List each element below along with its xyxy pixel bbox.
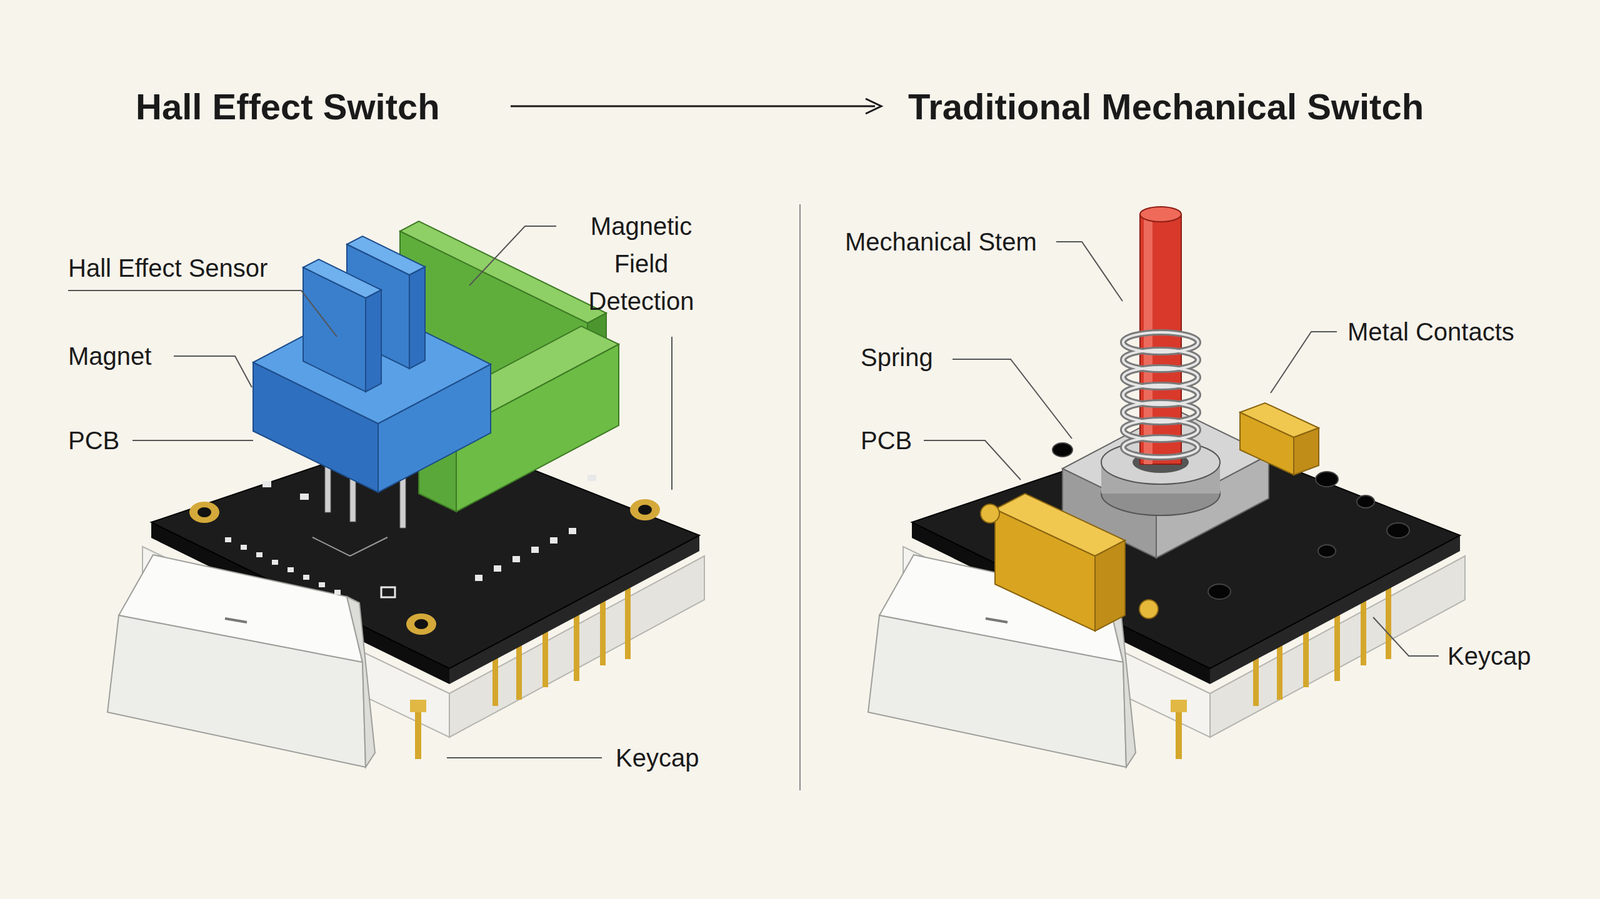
callout-label: Spring [860,341,934,374]
blue-fin [303,259,382,299]
metal-contact [995,493,1125,557]
metal-contact [1293,428,1319,475]
metal-contact [1095,540,1125,632]
smd-pad [287,567,294,573]
mechanical-module-base [868,428,1465,768]
smd-pad [531,546,539,554]
smd-pad [493,565,502,572]
divider [799,204,801,791]
hall-pcb-details [189,475,660,635]
leader-line [132,440,254,442]
heading-arrowhead [865,98,882,114]
spring-coils [1123,332,1199,458]
leader-line [1373,617,1439,657]
leader-line [923,440,1021,480]
gold-screw [980,504,1000,524]
leader-line [173,356,252,388]
leader-lines [68,226,1439,759]
pcb-hole [1356,495,1375,509]
smd-pad [568,528,577,535]
smd-pad [550,537,558,544]
leader-line [1056,241,1123,302]
green-slab [400,221,607,324]
heading-arrow [510,105,875,108]
stem-top [1140,206,1182,222]
pcb-hole [1318,545,1336,558]
callout-label: Metal Contacts [1347,316,1515,348]
smd-pad [271,560,279,565]
hall-module-base [107,428,705,768]
hall-sensor-assembly [253,221,619,529]
mounting-hole [638,505,652,515]
smd-pad [300,493,309,500]
mounting-hole [406,613,437,635]
callout-label: Magnetic Field Detection [572,207,710,320]
smd-pad [475,575,483,582]
stem-body [1140,214,1182,465]
callout-label: Keycap [1447,640,1531,672]
smd-pad [262,481,272,488]
pcb-traces [225,475,597,598]
smd-pad [318,582,325,588]
sensor-lead [400,475,406,529]
leader-line [469,226,557,286]
heading: Traditional Mechanical Switch [908,83,1424,130]
callout-label: Hall Effect Sensor [68,252,268,284]
callout-label: Mechanical Stem [845,226,1037,258]
smd-pad [512,556,520,563]
smd-pad [587,475,597,482]
blue-fin [346,236,425,275]
blue-fin [365,290,382,392]
pcb-hole [1052,443,1073,457]
leader-line [446,757,602,759]
leader-line [671,336,673,490]
smd-pad [225,537,232,543]
gold-screw [1139,600,1159,619]
leader-line [1270,331,1337,394]
callout-label: PCB [860,425,912,457]
smd-pad [303,575,310,580]
mechanical-switch-assembly [980,206,1319,632]
spring-highlight [1123,437,1199,458]
callout-label: Keycap [615,742,699,774]
mounting-hole [414,619,429,630]
pcb-hole [1208,584,1231,600]
mounting-hole [630,499,660,521]
stem-highlight [1143,214,1153,465]
heading: Hall Effect Switch [135,83,440,130]
smd-pad [334,590,341,595]
mounting-hole [189,501,220,524]
smd-pad [240,545,247,550]
pcb-hole [1315,471,1339,487]
pcb-trace [312,537,388,557]
callout-label: PCB [68,425,120,457]
mounting-hole [197,507,212,518]
smd-pad [256,552,263,558]
pcb-hole [1386,523,1410,539]
leader-line [952,359,1072,439]
blue-fin [409,266,425,369]
leader-line [68,290,337,337]
chip-outline [381,587,395,598]
callout-label: Magnet [68,340,152,372]
